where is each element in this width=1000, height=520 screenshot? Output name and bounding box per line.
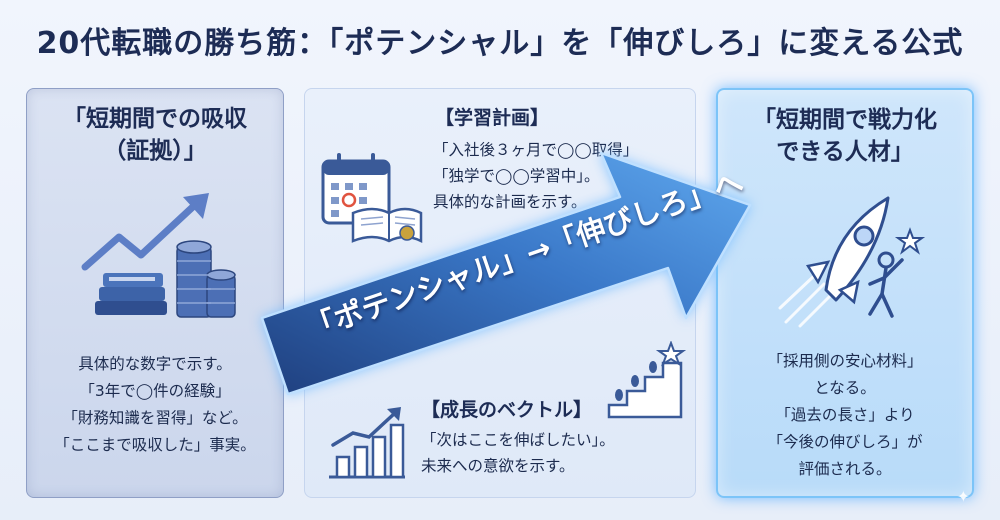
plan-panel: 【学習計画】 「入社後３ヶ月で◯◯取得」 「独学で◯◯学習中」。 具体的な計画を…	[304, 88, 696, 498]
evidence-body-line1: 具体的な数字で示す。	[78, 355, 232, 373]
growth-vector-line2: 未来への意欲を示す。	[421, 457, 575, 475]
study-plan-line1: 「入社後３ヶ月で◯◯取得」	[433, 141, 639, 159]
growth-chart-books-coins-icon	[81, 193, 236, 318]
evidence-body-line4: 「ここまで吸収した」事実。	[54, 436, 256, 454]
calendar-book-certificate-icon	[321, 153, 423, 244]
rising-bar-chart-icon	[329, 407, 405, 479]
evidence-panel: 「短期間での吸収 （証拠）」 具体的な数字で示す。 「3年で◯件の経験」 「財務…	[26, 88, 284, 498]
evidence-body: 具体的な数字で示す。 「3年で◯件の経験」 「財務知識を習得」など。 「ここまで…	[27, 351, 283, 459]
outcome-panel: 「短期間で戦力化 できる人材」 「採用側の安心材料」 となる。 「過去の長さ」よ…	[716, 88, 974, 498]
sparkle-icon: ✦	[956, 487, 970, 506]
growth-vector-text: 「次はここを伸ばしたい」。 未来への意欲を示す。	[421, 427, 615, 479]
growth-vector-heading: 【成長のベクトル】	[421, 399, 593, 421]
outcome-body-line2: となる。	[814, 379, 876, 397]
outcome-body-line5: 評価される。	[798, 460, 892, 478]
evidence-title-line2: （証拠）」	[103, 138, 207, 164]
outcome-body-line4: 「今後の伸びしろ」が	[767, 433, 923, 451]
study-plan-line3: 具体的な計画を示す。	[433, 193, 587, 211]
study-plan-line2: 「独学で◯◯学習中」。	[433, 167, 600, 185]
evidence-title-line1: 「短期間での吸収	[63, 106, 247, 132]
study-plan-heading: 【学習計画】	[435, 107, 550, 129]
evidence-body-line3: 「財務知識を習得」など。	[62, 409, 248, 427]
evidence-body-line2: 「3年で◯件の経験」	[79, 382, 231, 400]
rocket-person-star-icon	[778, 196, 926, 328]
outcome-body: 「採用側の安心材料」 となる。 「過去の長さ」より 「今後の伸びしろ」が 評価さ…	[718, 348, 972, 483]
growth-vector-line1: 「次はここを伸ばしたい」。	[421, 431, 615, 449]
page-title: 20代転職の勝ち筋：「ポテンシャル」を「伸びしろ」に変える公式	[36, 26, 964, 61]
outcome-title-line2: できる人材」	[776, 139, 914, 165]
stairs-footprints-star-icon	[607, 341, 687, 419]
outcome-title-line1: 「短期間で戦力化	[753, 107, 937, 133]
outcome-body-line3: 「過去の長さ」より	[775, 406, 915, 424]
study-plan-text: 「入社後３ヶ月で◯◯取得」 「独学で◯◯学習中」。 具体的な計画を示す。	[433, 137, 638, 215]
outcome-body-line1: 「採用側の安心材料」	[767, 352, 923, 370]
